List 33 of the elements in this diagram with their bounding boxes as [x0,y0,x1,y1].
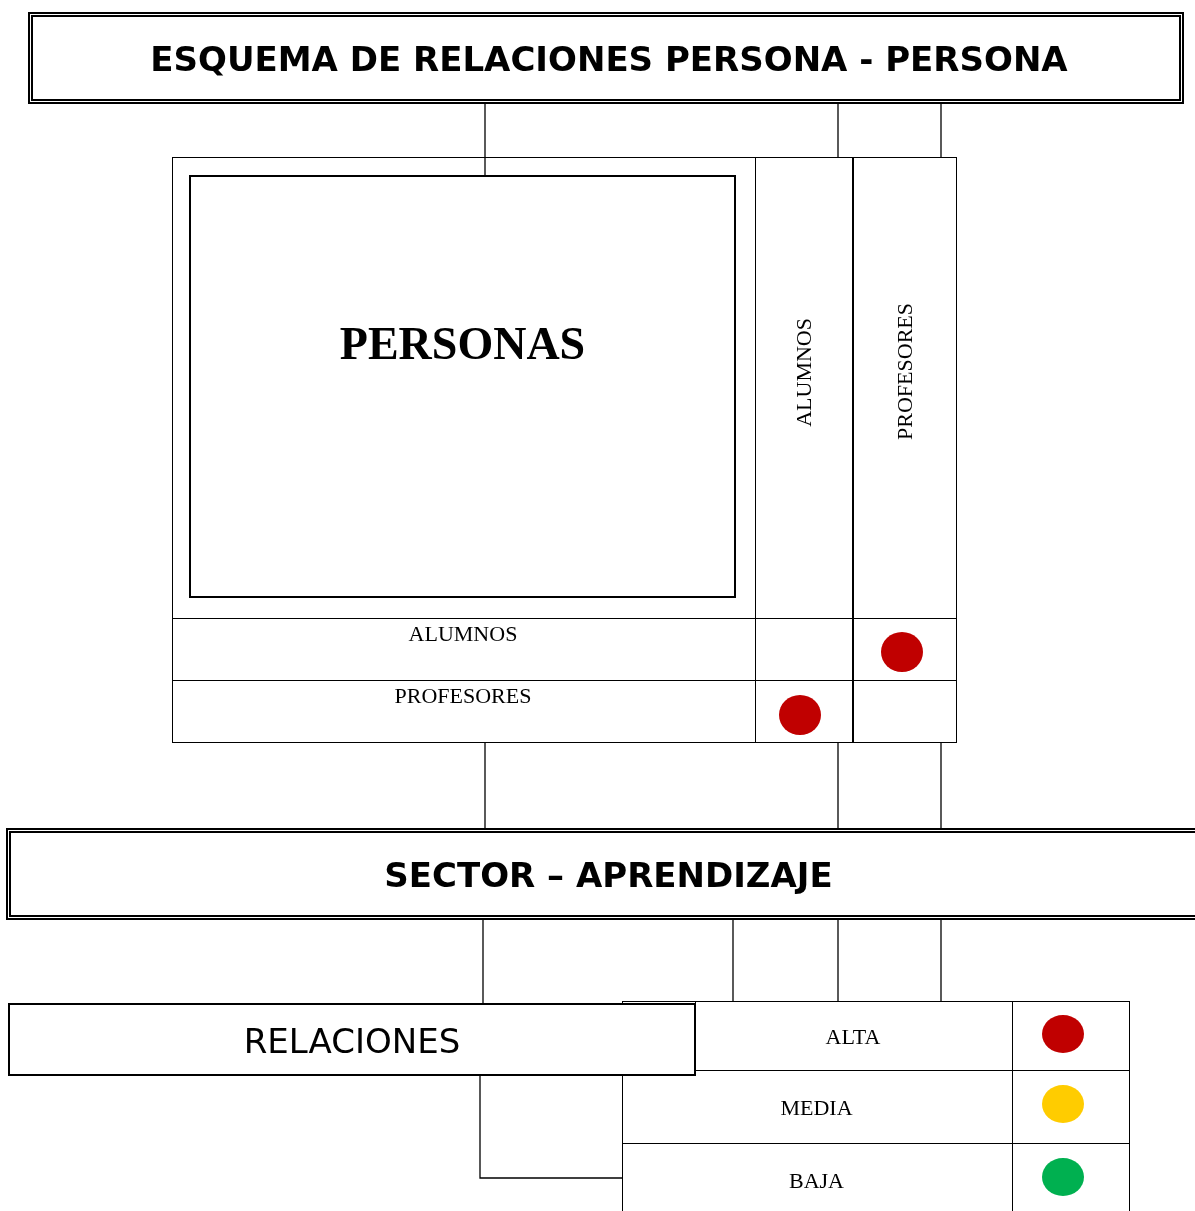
status-dot [1042,1158,1084,1196]
column-header: ALUMNOS [791,318,817,427]
sector-box [6,828,1195,920]
connector-line [484,742,486,829]
connector-line [482,919,484,1004]
table-column [755,157,853,743]
connector-line [732,919,734,1002]
status-dot [1042,1085,1084,1123]
connector-line [940,919,942,1002]
box-heading: SECTOR – APRENDIZAJE [383,855,834,895]
status-dot [779,695,821,735]
connector-line [940,742,942,829]
table-column [853,157,957,743]
title-text: ESQUEMA DE RELACIONES PERSONA - PERSONA [149,39,1069,79]
connector-line [837,919,839,1002]
column-header: PROFESORES [892,303,918,440]
status-dot [881,632,923,672]
level-text: BAJA [788,1168,845,1194]
level-text: ALTA [824,1024,882,1050]
status-dot [1042,1015,1084,1053]
box-heading: PERSONAS [338,317,587,370]
connector-line [837,103,839,158]
connector-line [484,103,486,176]
title-box [28,12,1184,104]
connector-line [940,103,942,158]
relaciones-box [8,1003,696,1076]
box-heading: RELACIONES [242,1021,462,1061]
row-header: ALUMNOS [407,621,519,647]
row-header: PROFESORES [393,683,533,709]
connector-line [479,1075,623,1179]
table-row-header [172,680,756,743]
level-text: MEDIA [779,1095,854,1121]
connector-line [837,742,839,829]
